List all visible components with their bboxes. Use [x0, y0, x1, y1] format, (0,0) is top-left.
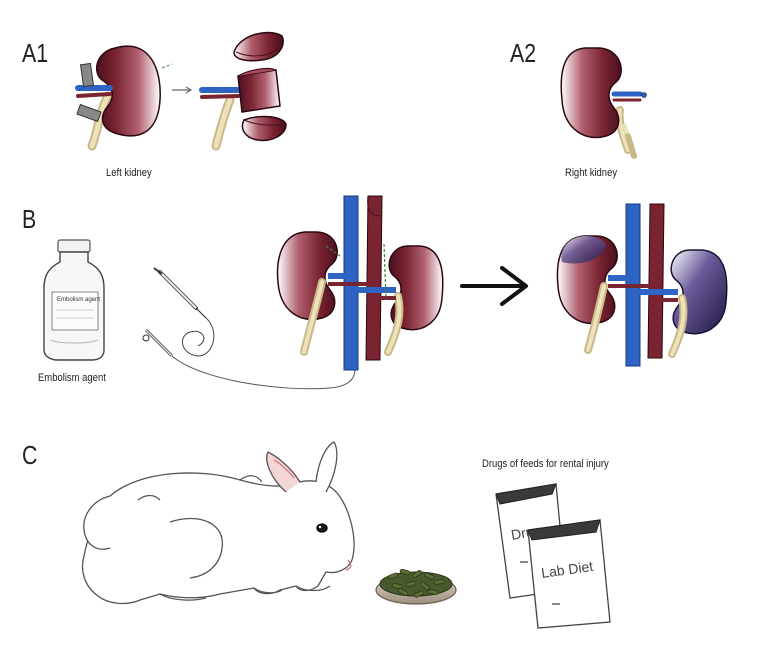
- lab-diet-bag: Lab Diet: [527, 519, 611, 629]
- a1-kidney-slices: [199, 31, 287, 151]
- caption-left-kidney: Left kidney: [106, 167, 152, 179]
- b-kidneys-after: [556, 203, 728, 367]
- a2-right-kidney: [560, 47, 647, 159]
- syringe-catheter: [142, 267, 356, 390]
- caption-embolism-agent: Embolism agent: [38, 372, 106, 384]
- panel-label-b: B: [22, 204, 37, 234]
- bottle-label-text: Embolism agent: [57, 297, 100, 303]
- panel-label-a2: A2: [510, 38, 537, 68]
- caption-drugs-feeds: Drugs of feeds for rental injury: [482, 458, 609, 470]
- panel-label-c: C: [22, 440, 38, 470]
- b-kidneys-before: [276, 195, 444, 371]
- feed-dish: [375, 568, 457, 605]
- panel-label-a1: A1: [22, 38, 49, 68]
- caption-right-kidney: Right kidney: [565, 167, 618, 179]
- rabbit-drawing: [81, 441, 355, 605]
- lab-diet-bag-label: Lab Diet: [540, 558, 594, 581]
- b-arrow: [460, 266, 528, 306]
- embolism-agent-bottle: Embolism agent: [43, 239, 105, 361]
- a1-left-kidney-clamped: [75, 45, 173, 151]
